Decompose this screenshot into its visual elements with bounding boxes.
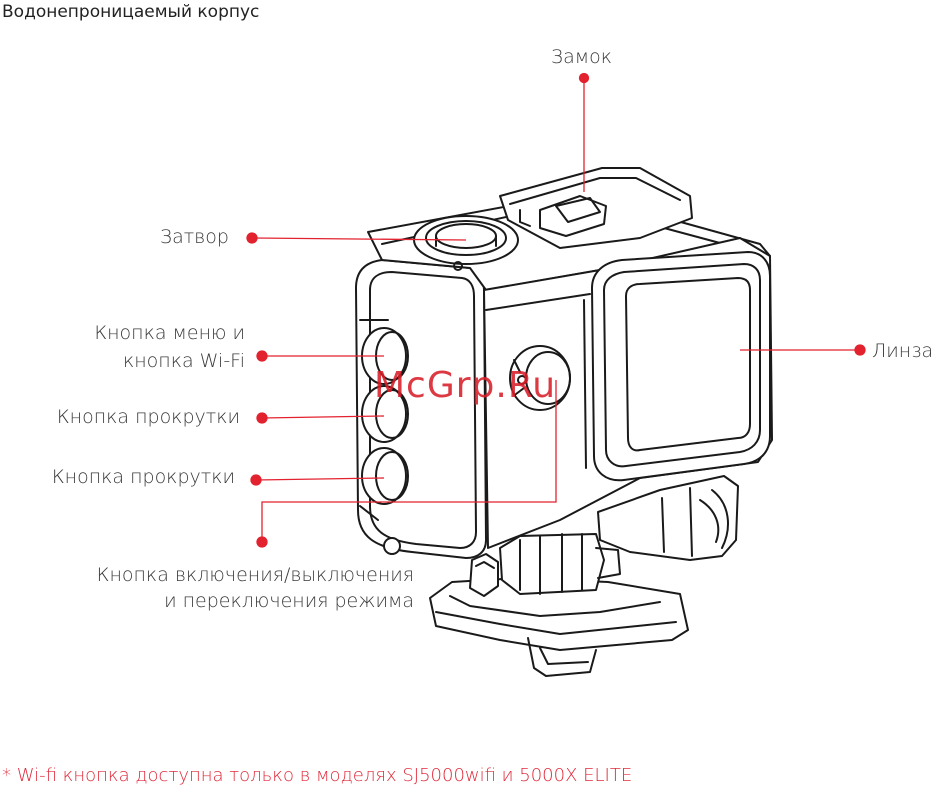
label-menu-wifi-line2: кнопка Wi-Fi — [40, 348, 245, 375]
watermark: McGrp.Ru — [374, 364, 556, 408]
label-power-line1: Кнопка включения/выключения — [92, 562, 414, 589]
label-scroll-1: Кнопка прокрутки — [20, 404, 240, 431]
label-lens: Линза — [872, 338, 933, 365]
label-power-line2: и переключения режима — [92, 588, 414, 615]
menu-leader-dot — [257, 351, 267, 361]
power-leader-dot — [257, 537, 267, 547]
footnote: * Wi-fi кнопка доступна только в моделях… — [2, 763, 632, 789]
label-shutter: Затвор — [160, 224, 229, 251]
lens-window — [592, 252, 770, 480]
label-lock: Замок — [551, 44, 612, 71]
lens-leader-dot — [855, 345, 865, 355]
label-scroll-2: Кнопка прокрутки — [14, 464, 235, 491]
lock-leader-dot — [580, 74, 589, 83]
shutter-leader-dot — [247, 233, 257, 243]
label-menu-wifi-line1: Кнопка меню и — [40, 320, 245, 347]
scroll1-leader-dot — [257, 413, 267, 423]
scroll2-leader-dot — [251, 475, 261, 485]
page-title: Водонепроницаемый корпус — [2, 0, 259, 24]
